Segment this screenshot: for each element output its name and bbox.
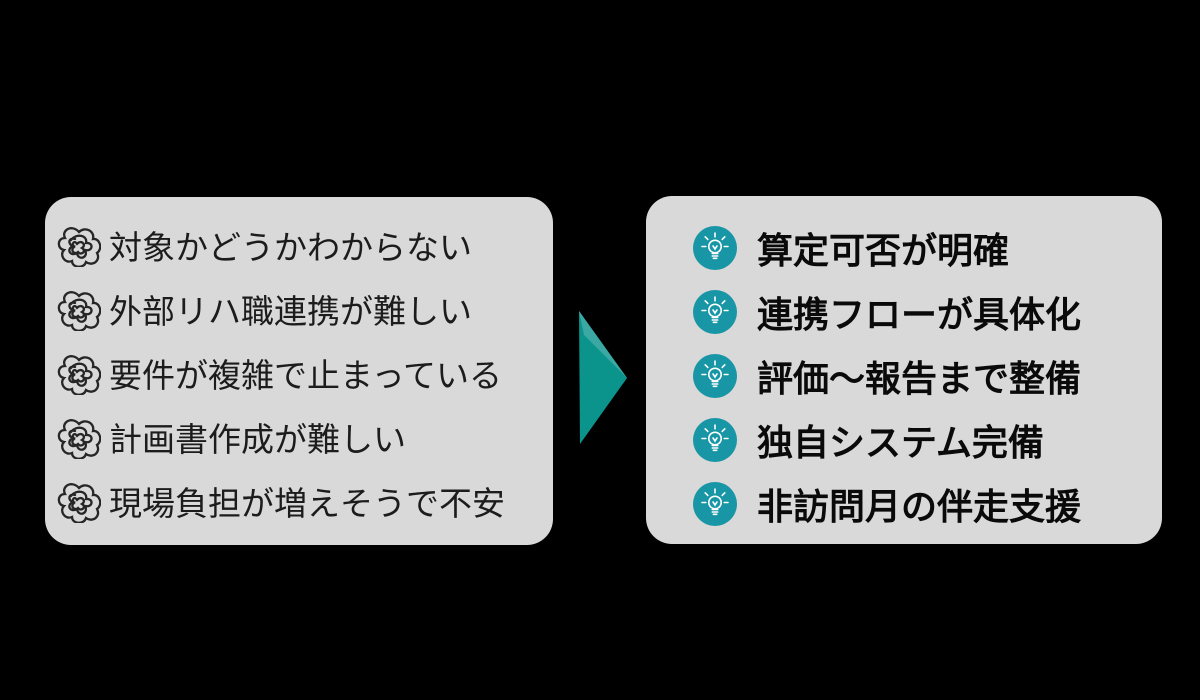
problem-item-label: 計画書作成が難しい [109,421,406,458]
solutions-card: 算定可否が明確 連携フローが具体化 [646,196,1162,544]
list-item: 評価〜報告まで整備 [693,344,1162,408]
problem-item-label: 要件が複雑で止まっている [109,357,503,394]
lightbulb-icon [693,418,737,462]
list-item: 対象かどうかわからない [57,213,553,277]
tangle-icon [57,479,102,524]
tangle-icon [57,351,102,396]
tangle-icon [57,223,102,268]
solution-item-label: 評価〜報告まで整備 [757,358,1082,399]
list-item: 連携フローが具体化 [693,280,1162,344]
tangle-icon [57,415,102,460]
list-item: 現場負担が増えそうで不安 [57,469,553,533]
lightbulb-icon [693,354,737,398]
solution-item-label: 非訪問月の伴走支援 [757,486,1082,527]
list-item: 計画書作成が難しい [57,405,553,469]
solution-item-label: 連携フローが具体化 [757,294,1082,335]
list-item: 独自システム完備 [693,408,1162,472]
arrow-right-icon [577,309,629,449]
lightbulb-icon [693,290,737,334]
list-item: 非訪問月の伴走支援 [693,472,1162,536]
problems-card: 対象かどうかわからない 外部リハ職連携が難しい 要件が複雑で止まっている [45,197,553,545]
tangle-icon [57,287,102,332]
solution-item-label: 算定可否が明確 [757,230,1010,271]
problem-item-label: 現場負担が増えそうで不安 [109,485,505,522]
lightbulb-icon [693,226,737,270]
list-item: 算定可否が明確 [693,216,1162,280]
problem-item-label: 対象かどうかわからない [109,229,472,266]
solution-item-label: 独自システム完備 [757,422,1044,463]
lightbulb-icon [693,482,737,526]
list-item: 外部リハ職連携が難しい [57,277,553,341]
problem-item-label: 外部リハ職連携が難しい [109,293,472,330]
list-item: 要件が複雑で止まっている [57,341,553,405]
